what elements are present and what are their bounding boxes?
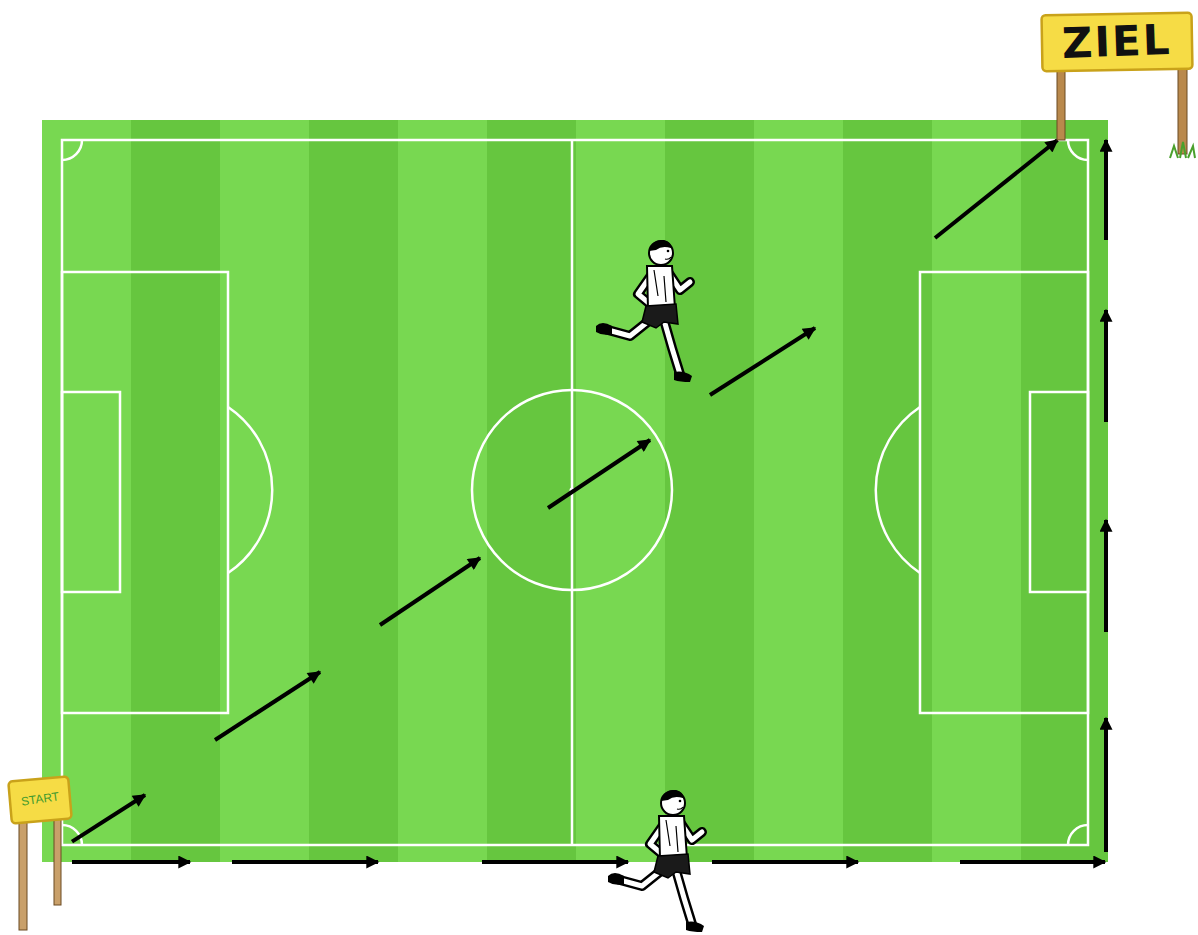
grass-stripe	[42, 120, 131, 862]
sign-board	[1042, 13, 1193, 72]
grass-ground	[42, 120, 1108, 862]
arrow-segment	[232, 860, 378, 864]
grass-stripe	[754, 120, 843, 862]
sign-post	[1057, 62, 1065, 140]
penalty-area	[62, 272, 228, 713]
arrow-segment	[72, 795, 145, 842]
goal-area	[62, 392, 120, 592]
arrow-segment	[712, 860, 858, 864]
penalty-arc	[876, 407, 920, 573]
grass-stripe	[309, 120, 398, 862]
runner	[596, 240, 692, 382]
sign-label: START	[20, 791, 60, 809]
sign-label: ZIEL	[1061, 17, 1172, 67]
grass-stripe	[1021, 120, 1108, 862]
arrow-segment	[72, 860, 190, 864]
grass-stripe	[131, 120, 220, 862]
sign-board	[8, 776, 71, 823]
grass-stripe	[398, 120, 487, 862]
arrow-segment	[1104, 520, 1108, 632]
grass-stripe	[576, 120, 665, 862]
sign-node: ZIEL	[1040, 12, 1195, 140]
arrow-segment	[1104, 140, 1108, 240]
penalty-arc	[228, 407, 272, 573]
sign-post	[1178, 62, 1187, 154]
arrow-segment	[548, 440, 650, 508]
arrow-segment	[482, 860, 628, 864]
grass-stripes	[42, 120, 1108, 862]
corner-arc	[1068, 825, 1088, 845]
sign-node: START	[8, 775, 72, 930]
arrow-segment	[960, 860, 1105, 864]
arrow-segment	[1104, 718, 1108, 852]
grass-stripe	[220, 120, 309, 862]
arrow-segment	[935, 140, 1058, 238]
route-arrows	[72, 140, 1058, 842]
grass-stripe	[843, 120, 932, 862]
grass-stripe	[487, 120, 576, 862]
pitch-markings	[62, 140, 1088, 845]
runner	[608, 790, 704, 932]
goal-area	[1030, 392, 1088, 592]
grass-tuft	[1170, 142, 1195, 158]
sign-text-area: ZIEL	[1042, 14, 1192, 70]
arrow-segment	[215, 672, 320, 740]
arrow-segment	[1104, 310, 1108, 422]
route-arrows	[72, 140, 1106, 862]
arrow-segment	[710, 328, 815, 395]
arrow-segment	[380, 558, 480, 625]
center-circle	[472, 390, 672, 590]
touch-line	[62, 140, 1088, 845]
grass-stripe	[665, 120, 754, 862]
sign-text-area: START	[10, 779, 70, 821]
corner-arc	[62, 140, 82, 160]
corner-arc	[1068, 140, 1088, 160]
penalty-area	[920, 272, 1088, 713]
